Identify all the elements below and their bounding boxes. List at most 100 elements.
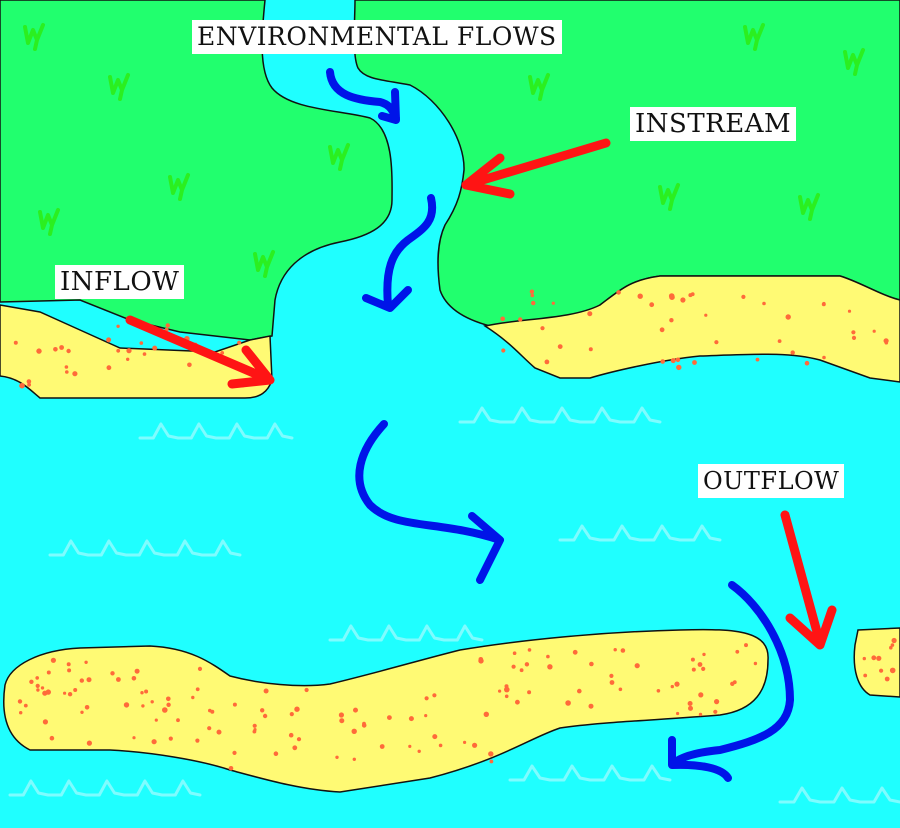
sand-dot bbox=[361, 723, 367, 728]
sand-dot bbox=[424, 714, 428, 718]
sand-dot bbox=[288, 732, 294, 738]
sand-dot bbox=[232, 702, 237, 707]
wave bbox=[138, 422, 294, 440]
grass-tuft bbox=[328, 143, 350, 171]
sand-dot bbox=[478, 658, 484, 664]
sand-dot bbox=[144, 689, 149, 694]
sand-dot bbox=[872, 329, 876, 333]
sand-dot bbox=[714, 340, 719, 345]
sand-dot bbox=[790, 350, 795, 355]
sand-dot bbox=[546, 654, 550, 659]
sand-dot bbox=[126, 357, 130, 361]
sand-dot bbox=[65, 370, 69, 374]
sand-dot bbox=[134, 668, 140, 674]
sand-dot bbox=[165, 323, 170, 328]
sand-dot bbox=[504, 694, 509, 699]
sand-dot bbox=[195, 738, 200, 743]
sand-dot bbox=[519, 668, 524, 673]
sand-dot bbox=[131, 676, 137, 681]
sand-dot bbox=[220, 351, 225, 355]
sand-dot bbox=[86, 677, 92, 683]
sand-dot bbox=[692, 360, 697, 365]
sand-dot bbox=[152, 345, 158, 351]
sand-dot bbox=[668, 293, 675, 299]
sand-dot bbox=[675, 357, 681, 363]
sand-dot bbox=[263, 688, 269, 694]
sand-dot bbox=[637, 293, 643, 299]
sand-dot bbox=[697, 662, 703, 667]
sand-dot bbox=[53, 347, 58, 352]
sand-dot bbox=[488, 751, 494, 757]
sand-dot bbox=[889, 667, 896, 674]
sand-dot bbox=[168, 736, 173, 741]
sand-dot bbox=[609, 680, 615, 685]
sand-dot bbox=[116, 348, 121, 353]
sand-dot bbox=[106, 365, 112, 371]
sand-dot bbox=[150, 700, 154, 704]
sand-dot bbox=[755, 357, 760, 362]
sand-dot bbox=[889, 645, 893, 650]
sand-dot bbox=[577, 688, 582, 694]
sand-dot bbox=[702, 652, 706, 657]
sand-dot bbox=[674, 681, 680, 687]
sand-dot bbox=[72, 371, 78, 377]
sand-dot bbox=[777, 339, 782, 343]
sand-dot bbox=[530, 293, 535, 298]
sand-dot bbox=[123, 702, 130, 708]
sand-dot bbox=[862, 656, 866, 661]
sand-dot bbox=[851, 335, 857, 340]
sand-dot bbox=[551, 301, 555, 305]
grass-tuft bbox=[658, 183, 680, 211]
sand-dot bbox=[19, 382, 25, 389]
sand-dot bbox=[616, 290, 621, 295]
sand-dot bbox=[262, 713, 268, 719]
sand-dot bbox=[141, 704, 145, 708]
sand-dot bbox=[64, 365, 69, 369]
sand-dot bbox=[126, 348, 132, 354]
wave bbox=[8, 779, 202, 797]
sand-dot bbox=[588, 347, 593, 352]
sand-dot bbox=[544, 359, 550, 365]
sand-dot bbox=[36, 348, 42, 354]
sand-dot bbox=[483, 711, 489, 717]
sand-dot bbox=[417, 749, 421, 753]
wave bbox=[458, 406, 662, 424]
sand-dot bbox=[851, 330, 856, 335]
sand-dot bbox=[540, 326, 545, 331]
sand-dot bbox=[714, 699, 720, 705]
sand-dot bbox=[166, 696, 171, 702]
sand-dot bbox=[139, 341, 144, 345]
sand-dot bbox=[232, 750, 237, 756]
sand-dot bbox=[42, 719, 49, 725]
land-area bbox=[0, 0, 393, 341]
sand-dot bbox=[884, 340, 889, 345]
sand-dot bbox=[687, 701, 693, 706]
sand-dot bbox=[589, 661, 594, 667]
sand-dot bbox=[438, 743, 443, 748]
sand-dot bbox=[29, 679, 34, 684]
sand-dot bbox=[45, 689, 51, 695]
wave bbox=[328, 624, 484, 642]
sand-dot bbox=[698, 712, 703, 717]
sand-dot bbox=[338, 712, 344, 718]
sand-dot bbox=[35, 676, 39, 680]
sand-dots bbox=[13, 289, 897, 771]
grass-tuft bbox=[843, 48, 865, 76]
sand-dot bbox=[557, 344, 563, 349]
sand-dot bbox=[669, 318, 674, 323]
sand-dot bbox=[197, 666, 203, 672]
sand-dot bbox=[106, 337, 112, 343]
sand-dot bbox=[670, 358, 676, 364]
sand-dot bbox=[547, 664, 553, 670]
sand-dot bbox=[876, 655, 882, 661]
sand-dot bbox=[515, 699, 520, 705]
sand-dot bbox=[237, 340, 242, 345]
sand-dot bbox=[649, 302, 655, 308]
sand-dot bbox=[273, 751, 279, 756]
sand-dot bbox=[187, 362, 192, 368]
pointer-arrow-outflow bbox=[780, 510, 837, 650]
diagram-title: ENVIRONMENTAL FLOWS bbox=[192, 20, 562, 54]
sand-dot bbox=[587, 311, 593, 317]
sand-dot bbox=[195, 687, 200, 692]
sand-dot bbox=[618, 687, 623, 692]
